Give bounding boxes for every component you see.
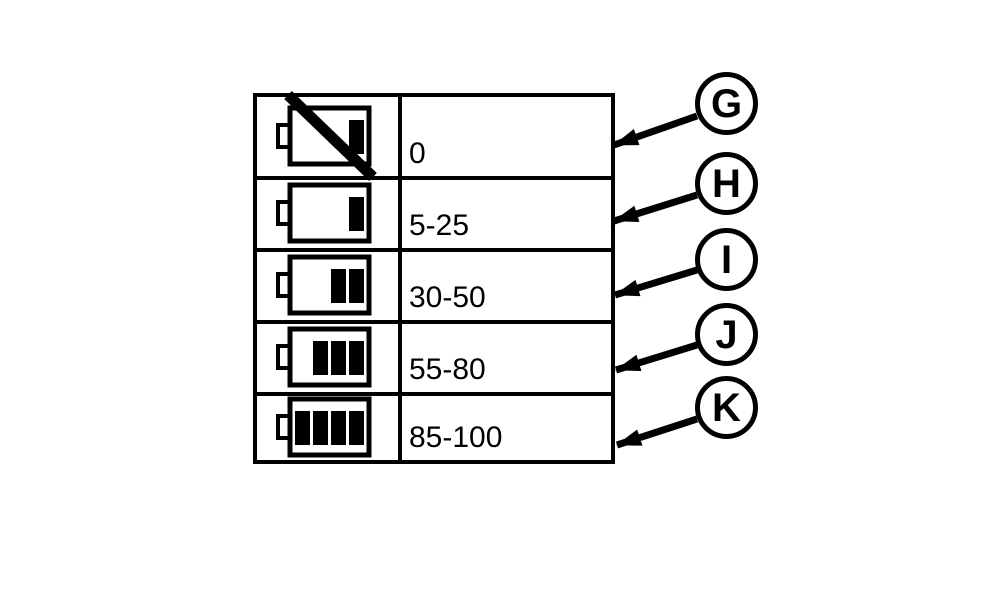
legend-row-1: 5-25 — [257, 180, 611, 252]
legend-row-3: 55-80 — [257, 324, 611, 396]
callout-arrow-h — [612, 191, 699, 225]
callout-letter: I — [720, 237, 733, 282]
battery-icon-cell — [257, 324, 402, 392]
battery-level-3-icon — [276, 326, 372, 388]
callout-circle-h: H — [695, 152, 758, 215]
battery-level-1-icon — [276, 182, 372, 244]
callout-arrow-g — [612, 112, 699, 149]
callout-circle-j: J — [695, 303, 758, 366]
callout-arrow-k — [615, 415, 699, 449]
callout-circle-k: K — [695, 376, 758, 439]
battery-zero-crossed-icon — [276, 90, 377, 181]
legend-row-2: 30-50 — [257, 252, 611, 324]
battery-icon-cell — [257, 396, 402, 460]
range-label: 85-100 — [409, 421, 503, 454]
legend-row-0: 0 — [257, 90, 611, 181]
battery-icon-cell — [257, 90, 402, 181]
callout-circle-i: I — [695, 228, 758, 291]
callout-arrow-i — [613, 266, 699, 299]
callout-arrow-j — [614, 341, 699, 374]
callout-letter: K — [712, 385, 741, 430]
range-label: 30-50 — [409, 281, 486, 314]
range-label: 5-25 — [409, 209, 470, 242]
battery-legend-table: 0 5-25 30-50 — [253, 90, 615, 464]
range-label: 0 — [409, 137, 426, 170]
callout-circle-g: G — [695, 72, 758, 135]
legend-row-4: 85-100 — [257, 396, 611, 460]
callout-letter: J — [715, 312, 738, 357]
battery-icon-cell — [257, 180, 402, 248]
callout-letter: H — [712, 161, 741, 206]
battery-level-4-icon — [276, 396, 372, 458]
battery-level-2-icon — [276, 254, 372, 316]
range-label: 55-80 — [409, 353, 486, 386]
battery-icon-cell — [257, 252, 402, 320]
callout-letter: G — [710, 81, 743, 126]
